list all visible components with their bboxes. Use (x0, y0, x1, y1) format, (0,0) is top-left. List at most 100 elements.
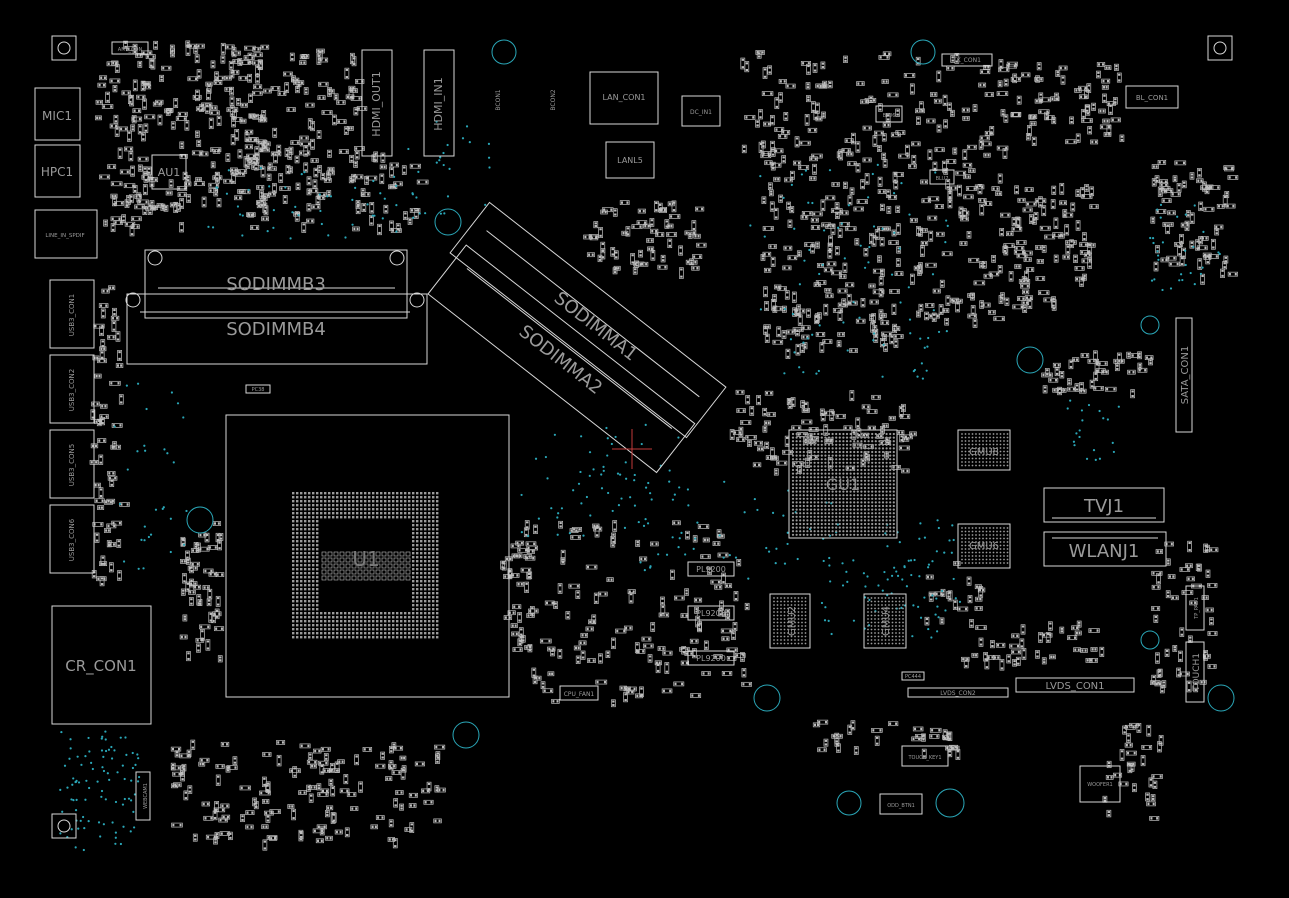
memory-ball (1006, 534, 1009, 536)
cpu-pin (424, 508, 427, 511)
gpu-ball (838, 497, 841, 500)
smd-component (349, 154, 354, 163)
via (582, 534, 585, 537)
cpu-pin (424, 588, 427, 591)
cpu-pin (296, 520, 299, 523)
gpu-ball (849, 436, 852, 439)
smd-component (99, 346, 107, 352)
via (753, 497, 756, 501)
via (668, 480, 671, 483)
cpu-pin (356, 636, 359, 639)
cpu-pin (424, 500, 427, 503)
gpu-ball (817, 432, 820, 436)
smd-component (830, 208, 843, 214)
memory-ball (996, 450, 998, 453)
gpu-ball (881, 472, 885, 475)
smd-component (783, 245, 793, 251)
via (119, 842, 123, 846)
gpu-ball (817, 483, 820, 486)
smd-component (343, 126, 349, 135)
smd-component (1031, 136, 1037, 146)
cpu-pin (368, 632, 371, 635)
memory-ball (1003, 433, 1005, 435)
gpu-ball (885, 465, 888, 468)
smd-component (921, 733, 926, 742)
memory-ball (961, 555, 963, 557)
gpu-ball (849, 486, 852, 490)
via (97, 821, 101, 824)
memory-ball (985, 440, 988, 442)
smd-component (998, 59, 1004, 69)
smd-component (661, 688, 673, 694)
gpu-ball (813, 458, 816, 461)
gpu-ball (878, 447, 881, 450)
cpu-pin (380, 516, 383, 519)
smd-component (294, 155, 300, 164)
smd-component (260, 44, 270, 50)
cpu-pad (333, 551, 339, 557)
memory-ball (874, 625, 876, 627)
memory-ball (888, 639, 890, 641)
memory-ball (961, 443, 963, 446)
smd-component (755, 50, 765, 55)
cpu-pin (428, 560, 431, 563)
via-layer (59, 120, 1221, 852)
smd-component (1101, 78, 1111, 84)
smd-component (134, 194, 142, 199)
smd-component (218, 533, 224, 541)
smd-component (679, 267, 684, 279)
memory-ball (895, 632, 897, 634)
memory-ball (797, 632, 800, 634)
memory-ball (982, 461, 984, 463)
via (876, 163, 879, 167)
cpu-pin (400, 620, 403, 623)
smd-component (1176, 183, 1182, 193)
via (893, 566, 896, 569)
cpu-pin (324, 612, 327, 615)
gpu-ball (820, 458, 823, 461)
gpu-ball (802, 486, 805, 490)
smd-component (1193, 681, 1199, 693)
smd-component (434, 785, 440, 793)
via (606, 437, 609, 440)
cpu-pin (432, 576, 435, 579)
smd-component (918, 262, 923, 274)
via (901, 578, 904, 581)
smd-component (96, 418, 102, 427)
via (877, 584, 880, 587)
gpu-ball (889, 436, 892, 439)
cpu-pin (380, 636, 383, 639)
smd-component (962, 149, 968, 161)
smd-component (871, 728, 883, 733)
cpu-pin (428, 620, 431, 623)
smd-component (908, 163, 917, 169)
smd-component (266, 835, 278, 840)
smd-component (1146, 724, 1152, 737)
gpu-ball (892, 454, 895, 457)
gpu-ball (817, 479, 820, 482)
cpu-pin (352, 504, 355, 507)
smd-component (1214, 228, 1220, 236)
cpu-pin (296, 616, 299, 619)
cpu-pin (356, 624, 359, 627)
gpu-ball (874, 436, 877, 439)
smd-component (215, 75, 225, 81)
smd-component (1050, 96, 1060, 102)
memory-ball (961, 527, 963, 529)
gpu-ball (885, 476, 888, 479)
via (108, 778, 111, 781)
gpu-ball (802, 490, 805, 493)
cpu-pin (432, 528, 435, 531)
via (69, 747, 72, 750)
memory-ball (961, 534, 963, 536)
via (789, 338, 793, 341)
cpu-pin (332, 636, 335, 639)
cpu-pin (312, 620, 315, 623)
cpu-pin (312, 564, 315, 567)
memory-ball (776, 611, 779, 613)
smd-component (782, 449, 793, 455)
cpu-pad (363, 557, 369, 563)
gpu-ball (802, 497, 805, 500)
cpu-pin (428, 576, 431, 579)
memory-ball (961, 464, 963, 467)
